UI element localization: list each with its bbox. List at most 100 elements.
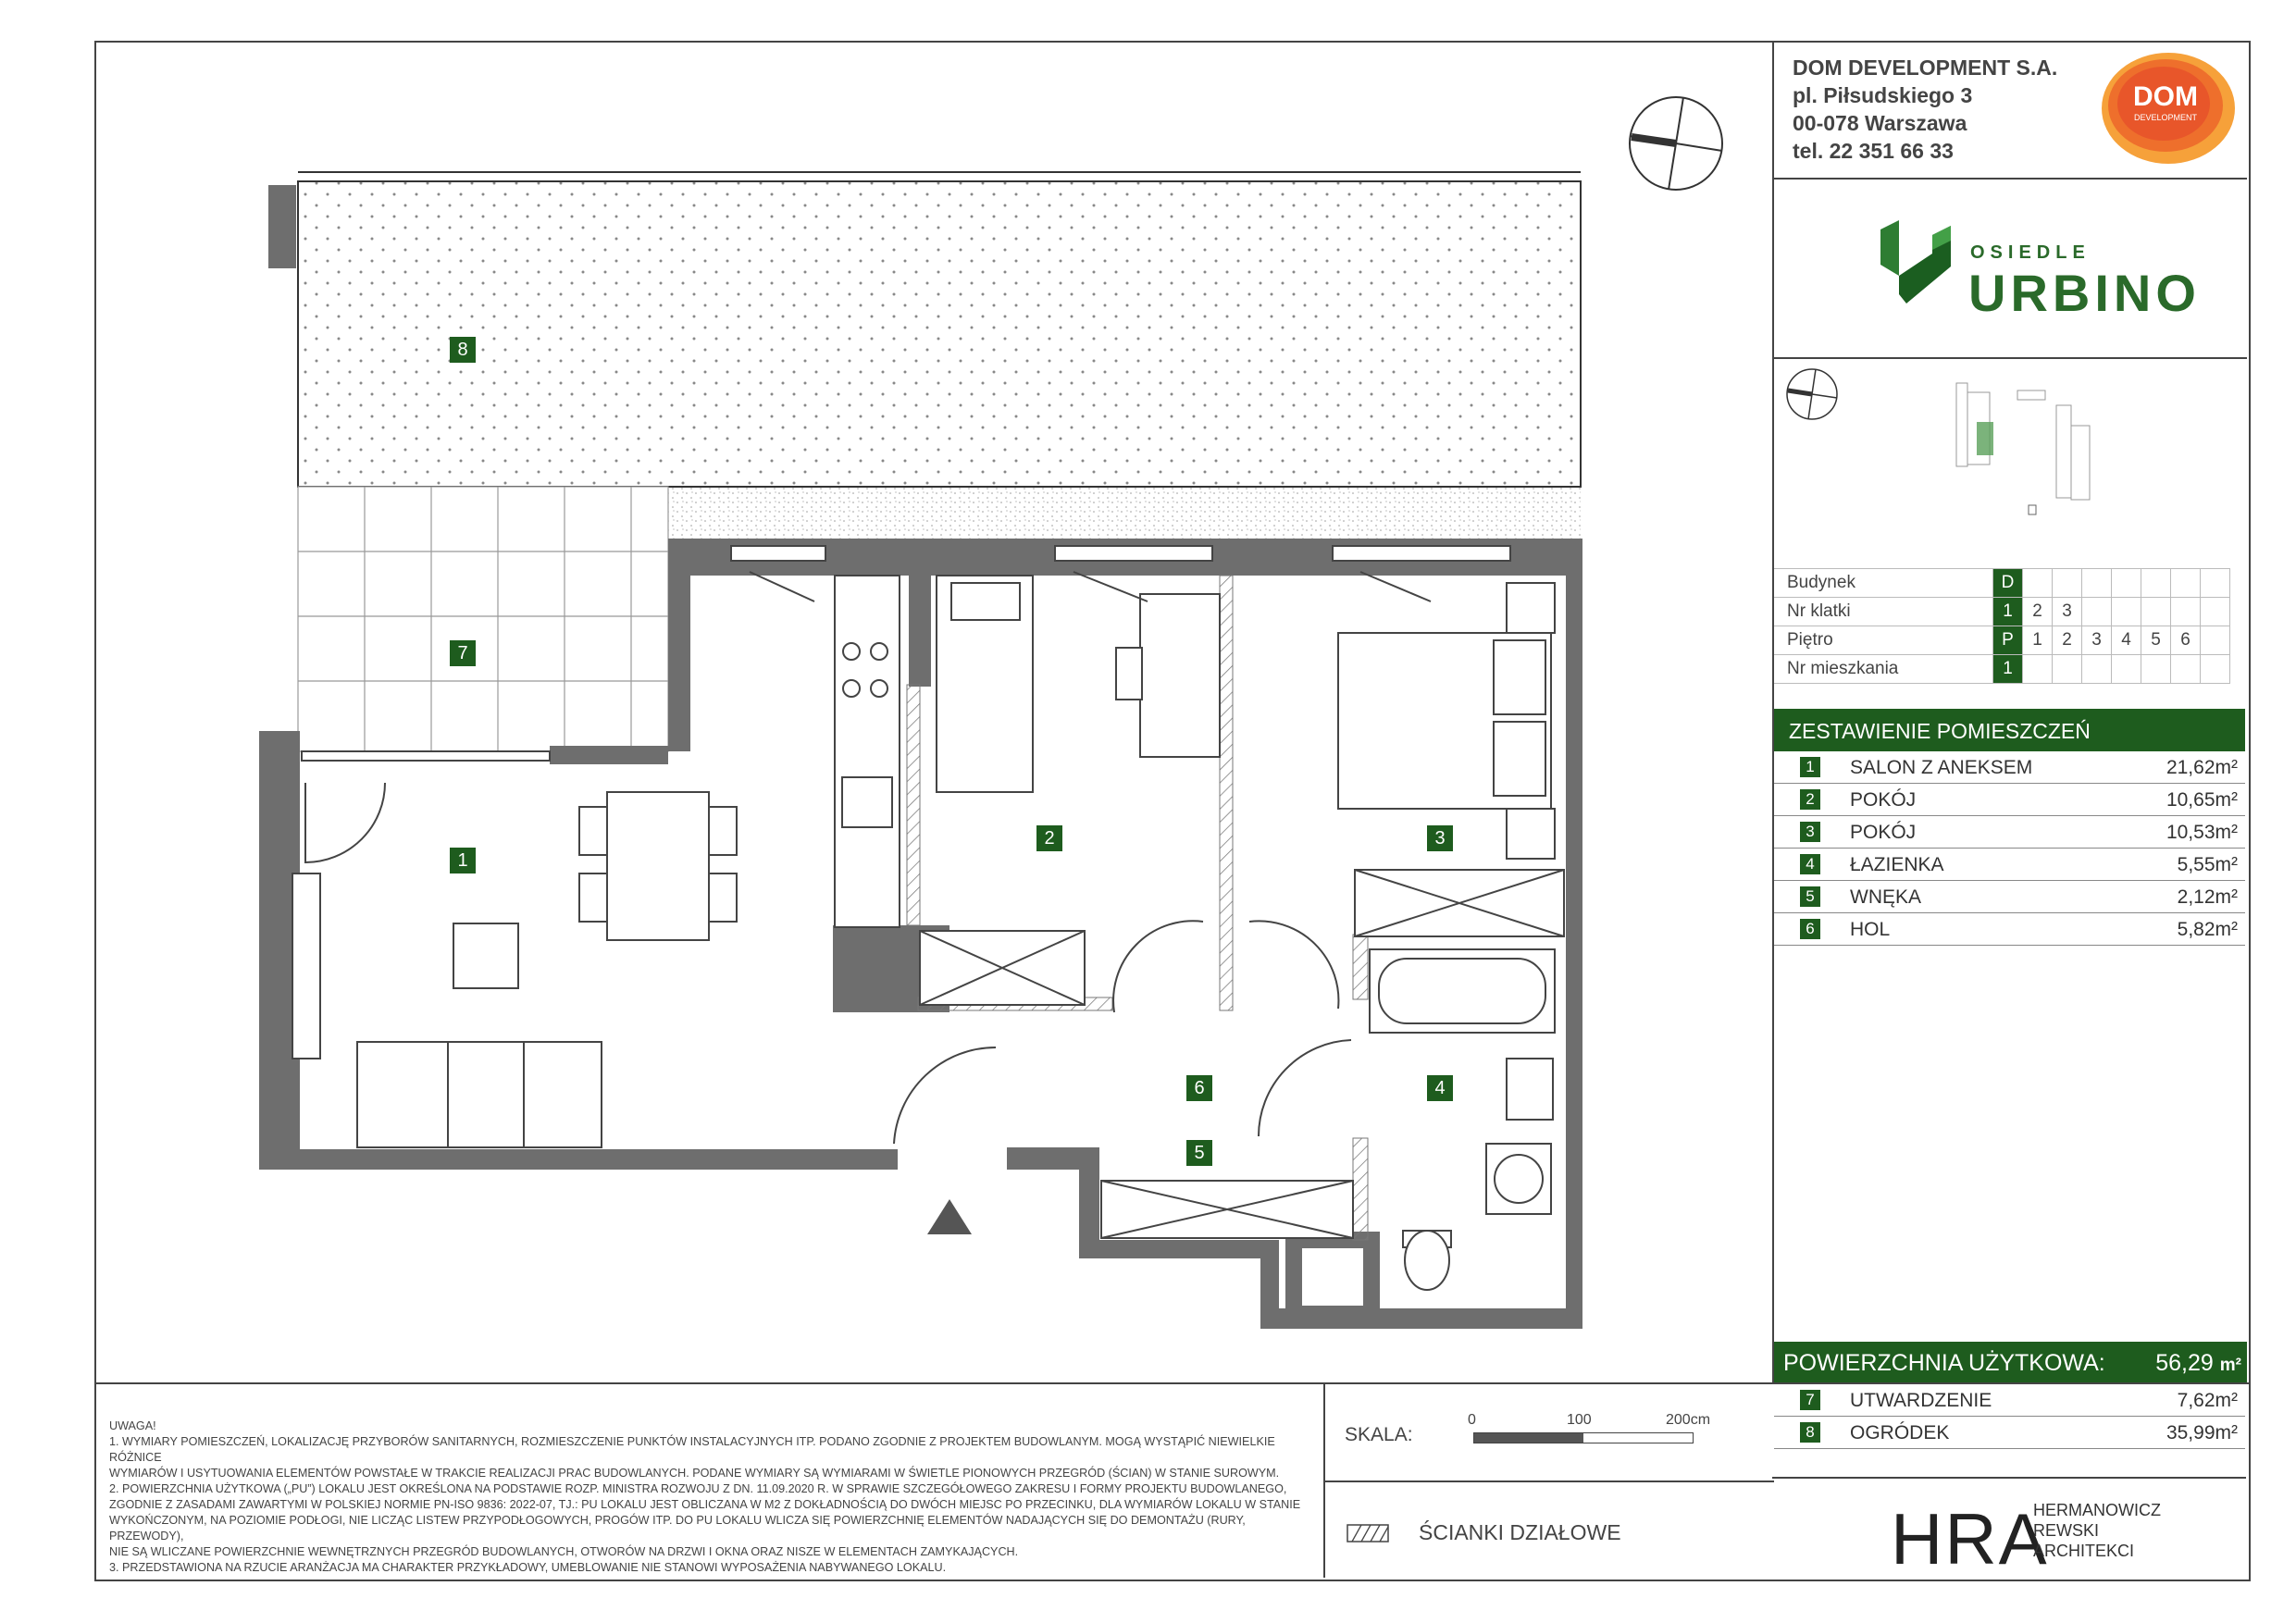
room-area: 10,65m² bbox=[2166, 789, 2238, 811]
extra-name: UTWARDZENIE bbox=[1850, 1390, 1992, 1411]
garden-wall-left bbox=[268, 185, 296, 268]
room-name: ŁAZIENKA bbox=[1850, 854, 1944, 875]
garden-gravel-strip bbox=[666, 487, 1581, 539]
room-name: POKÓJ bbox=[1850, 789, 1917, 811]
room-name: WNĘKA bbox=[1850, 886, 1922, 908]
bottom-band-divider bbox=[94, 1382, 2249, 1384]
architect-line-3: ARCHITEKCI bbox=[2033, 1542, 2135, 1560]
extra-row: 8 OGRÓDEK 35,99m² bbox=[1774, 1417, 2245, 1449]
plan-label-room-1: 1 bbox=[450, 848, 476, 873]
floor-plan-drawing bbox=[259, 171, 1582, 1329]
architect-names: HERMANOWICZ REWSKI ARCHITEKCI bbox=[2033, 1500, 2161, 1561]
notes-line: WYMIARÓW I USYTUOWANIA ELEMENTÓW POWSTAŁ… bbox=[109, 1467, 1280, 1480]
room-list: 1 SALON Z ANEKSEM 21,62m² 2 POKÓJ 10,65m… bbox=[1774, 751, 2245, 946]
notes-line: 3. PRZEDSTAWIONA NA RZUCIE ARANŻACJA MA … bbox=[109, 1561, 947, 1574]
apartment-label: Nr mieszkania bbox=[1774, 654, 1993, 684]
apartment-value-1: 1 bbox=[1992, 654, 2023, 684]
sheet-frame bbox=[94, 41, 2251, 1581]
architect-logo: HRA bbox=[1891, 1498, 2049, 1580]
notes-line: 1. WYMIARY POMIESZCZEŃ, LOKALIZACJĘ PRZY… bbox=[109, 1435, 1275, 1464]
staircase-value-3: 3 bbox=[2052, 597, 2082, 626]
extra-row: 7 UTWARDZENIE 7,62m² bbox=[1774, 1384, 2245, 1417]
company-address: DOM DEVELOPMENT S.A. pl. Piłsudskiego 3 … bbox=[1793, 54, 2057, 165]
windows bbox=[301, 545, 1511, 762]
scale-tick-0: 0 bbox=[1468, 1412, 1476, 1428]
notes-line: NIE SĄ WLICZANE POWIERZCHNIE WEWNĘTRZNYC… bbox=[109, 1545, 1019, 1558]
notes-block: UWAGA! 1. WYMIARY POMIESZCZEŃ, LOKALIZAC… bbox=[109, 1419, 1312, 1576]
site-key-plan bbox=[1955, 382, 2091, 515]
building-value-d: D bbox=[1992, 568, 2023, 598]
room-area: 21,62m² bbox=[2166, 757, 2238, 778]
scale-tick-100: 100 bbox=[1567, 1412, 1592, 1428]
notes-line: ZGODNIE Z ZASADAMI ZAWARTYMI W POLSKIEJ … bbox=[109, 1498, 1301, 1511]
header-divider-2 bbox=[1772, 357, 2247, 359]
extra-area: 7,62m² bbox=[2177, 1390, 2238, 1411]
room-area: 5,55m² bbox=[2177, 854, 2238, 875]
plan-label-area-7: 7 bbox=[450, 640, 476, 666]
architect-divider bbox=[1772, 1477, 2246, 1479]
room-number: 2 bbox=[1800, 789, 1820, 810]
doors bbox=[304, 571, 1432, 1145]
compass-icon bbox=[1629, 96, 1723, 191]
floor-value-4: 4 bbox=[2111, 626, 2141, 655]
site-compass-icon bbox=[1786, 368, 1838, 420]
plan-label-room-4: 4 bbox=[1427, 1075, 1453, 1101]
logo-text-development: DEVELOPMENT bbox=[2134, 113, 2198, 122]
project-name-small: OSIEDLE bbox=[1970, 242, 2091, 263]
room-row: 6 HOL 5,82m² bbox=[1774, 913, 2245, 946]
staircase-label: Nr klatki bbox=[1774, 597, 1993, 626]
architect-line-1: HERMANOWICZ bbox=[2033, 1501, 2161, 1519]
room-number: 5 bbox=[1800, 886, 1820, 907]
room-area: 5,82m² bbox=[2177, 919, 2238, 940]
room-row: 2 POKÓJ 10,65m² bbox=[1774, 784, 2245, 816]
legend-divider bbox=[1323, 1481, 1774, 1482]
scale-bar bbox=[1473, 1432, 1694, 1443]
company-street: pl. Piłsudskiego 3 bbox=[1793, 83, 1973, 107]
room-number: 3 bbox=[1800, 822, 1820, 842]
extra-number: 8 bbox=[1800, 1422, 1820, 1443]
terrace-tiles bbox=[297, 486, 669, 752]
info-row-floor: Piętro P 1 2 3 4 5 6 bbox=[1774, 626, 2230, 655]
dom-development-logo: DOM DEVELOPMENT bbox=[2102, 53, 2235, 164]
info-row-apartment: Nr mieszkania 1 bbox=[1774, 654, 2230, 684]
room-row: 3 POKÓJ 10,53m² bbox=[1774, 816, 2245, 849]
floor-value-6: 6 bbox=[2170, 626, 2201, 655]
usable-area-label: POWIERZCHNIA UŻYTKOWA: bbox=[1783, 1350, 2105, 1376]
urbino-logo-mark bbox=[1880, 220, 1951, 304]
plan-label-room-6: 6 bbox=[1186, 1075, 1212, 1101]
room-area: 2,12m² bbox=[2177, 886, 2238, 908]
room-area: 10,53m² bbox=[2166, 822, 2238, 843]
bedroom-3-furniture bbox=[1337, 582, 1565, 937]
logo-text-dom: DOM bbox=[2133, 81, 2198, 112]
salon-furniture bbox=[292, 575, 900, 1148]
company-name: DOM DEVELOPMENT S.A. bbox=[1793, 56, 2058, 80]
partition-hatch-icon bbox=[1347, 1524, 1389, 1542]
usable-area-bar: POWIERZCHNIA UŻYTKOWA: 56,29 m² bbox=[1774, 1342, 2247, 1382]
company-phone: tel. 22 351 66 33 bbox=[1793, 139, 1954, 163]
header-divider-1 bbox=[1772, 178, 2247, 180]
partition-legend-label: ŚCIANKI DZIAŁOWE bbox=[1419, 1520, 1621, 1544]
notes-line: 2. POWIERZCHNIA UŻYTKOWA („PU”) LOKALU J… bbox=[109, 1482, 1287, 1495]
info-row-building: Budynek D bbox=[1774, 568, 2230, 598]
entrance-marker-icon bbox=[927, 1199, 972, 1234]
extra-name: OGRÓDEK bbox=[1850, 1422, 1950, 1443]
plan-label-room-5: 5 bbox=[1186, 1140, 1212, 1166]
scale-label: SKALA: bbox=[1345, 1424, 1413, 1445]
notes-title: UWAGA! bbox=[109, 1419, 156, 1432]
floor-value-3: 3 bbox=[2081, 626, 2112, 655]
extras-list: 7 UTWARDZENIE 7,62m² 8 OGRÓDEK 35,99m² bbox=[1774, 1384, 2245, 1449]
project-name-big: URBINO bbox=[1968, 264, 2201, 322]
room-row: 5 WNĘKA 2,12m² bbox=[1774, 881, 2245, 913]
scale-tick-200: 200cm bbox=[1666, 1412, 1711, 1428]
room-name: HOL bbox=[1850, 919, 1891, 940]
extra-number: 7 bbox=[1800, 1390, 1820, 1410]
room-row: 1 SALON Z ANEKSEM 21,62m² bbox=[1774, 751, 2245, 784]
rooms-title: ZESTAWIENIE POMIESZCZEŃ bbox=[1789, 719, 2091, 743]
rooms-header: ZESTAWIENIE POMIESZCZEŃ bbox=[1774, 709, 2245, 751]
floor-value-p: P bbox=[1992, 626, 2023, 655]
scale-divider bbox=[1323, 1382, 1325, 1578]
room-number: 4 bbox=[1800, 854, 1820, 874]
info-row-staircase: Nr klatki 1 2 3 bbox=[1774, 597, 2230, 626]
bedroom-2-furniture bbox=[919, 575, 1221, 1006]
room-number: 1 bbox=[1800, 757, 1820, 777]
